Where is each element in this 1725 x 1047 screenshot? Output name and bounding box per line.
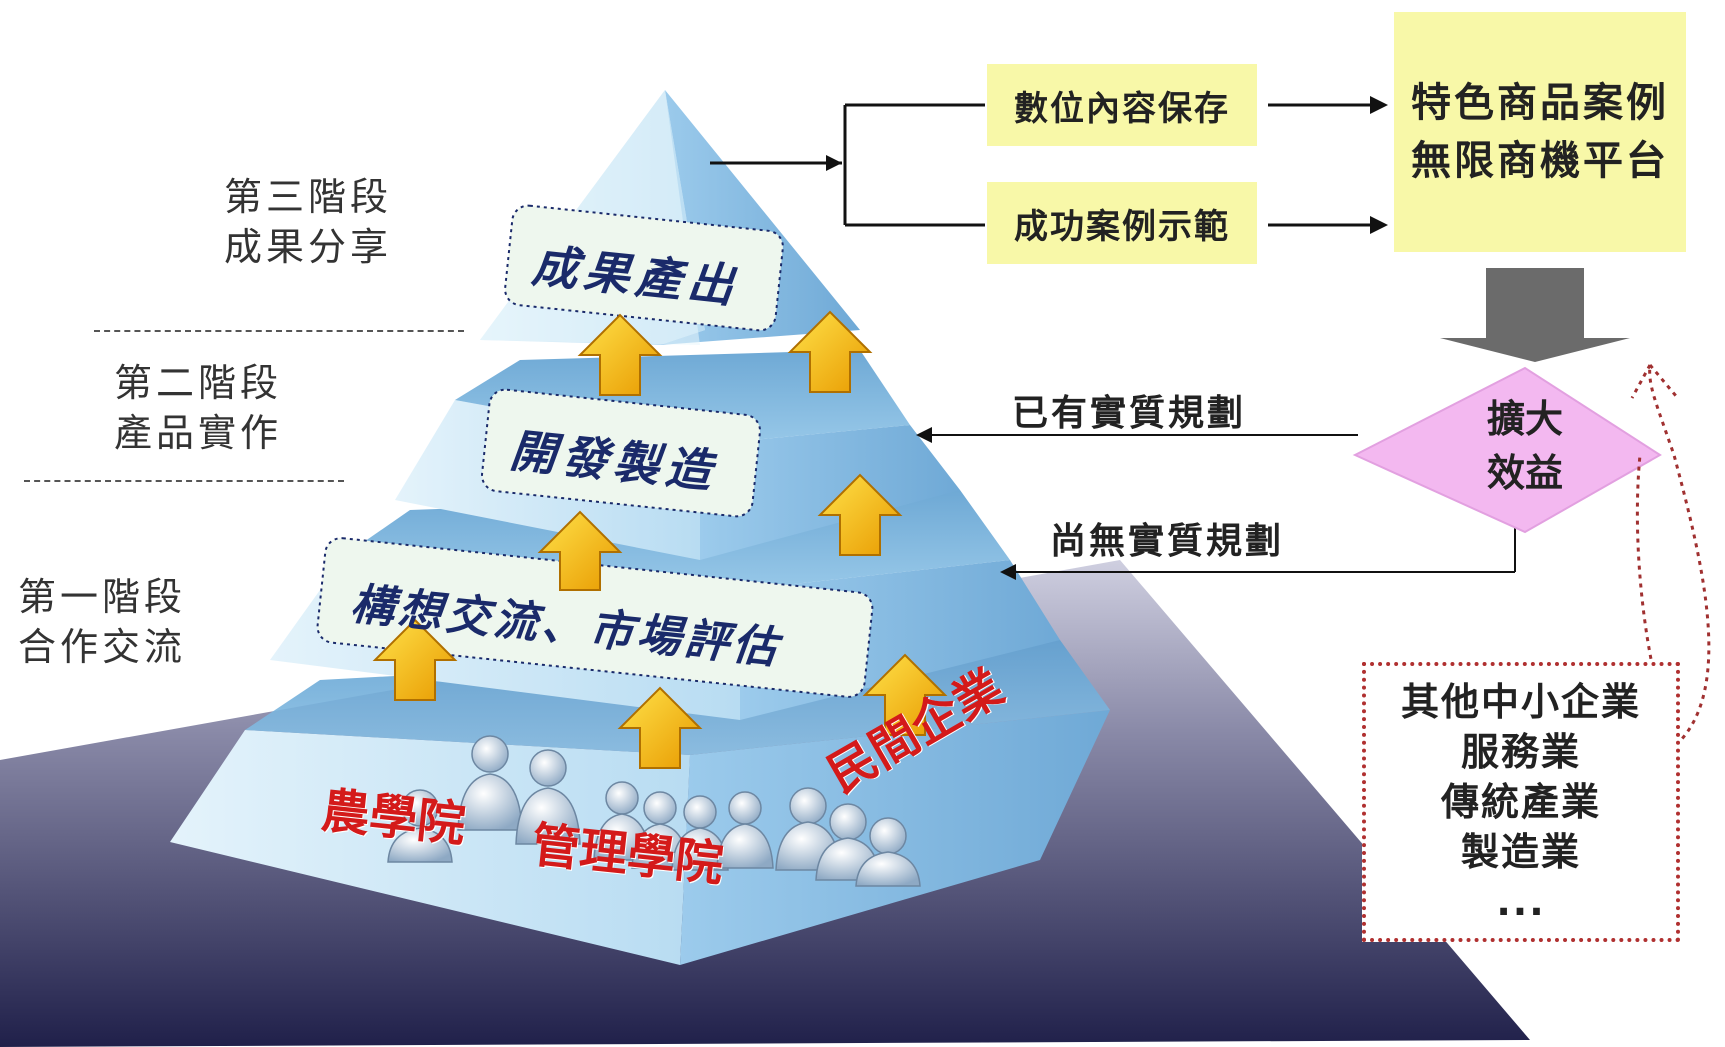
expand-diamond	[1352, 366, 1662, 534]
people-icons	[387, 735, 921, 887]
plan-none-label: 尚無實質規劃	[1050, 521, 1285, 562]
pyramid-tier2-ledge	[455, 350, 910, 445]
curved-feedback-arrow	[1630, 364, 1711, 747]
stage-divider-2	[24, 480, 344, 482]
up-arrow-icons	[372, 310, 948, 769]
expand-line-2: 效益	[1486, 451, 1563, 495]
stage-3-title: 第三階段	[224, 175, 393, 219]
other-manufacturing: 製造業	[1460, 830, 1581, 874]
arrowheads	[826, 96, 1388, 580]
other-ellipsis: ...	[1496, 880, 1546, 924]
output-digital-preservation: 數位內容保存	[987, 64, 1257, 146]
output-connectors	[710, 103, 1516, 573]
stage-2-label: 第二階段 產品實作	[114, 358, 282, 458]
output-success-cases: 成功案例示範	[987, 182, 1257, 264]
stage-2-subtitle: 產品實作	[114, 411, 283, 455]
expand-benefit-label: 擴大 效益	[1470, 392, 1580, 500]
plan-existing-label: 已有實質規劃	[1012, 393, 1247, 434]
expand-line-1: 擴大	[1486, 397, 1563, 441]
other-traditional: 傳統產業	[1440, 780, 1601, 824]
down-arrow-icon	[1440, 268, 1630, 362]
other-industries-box: 其他中小企業 服務業 傳統產業 製造業 ...	[1362, 662, 1680, 942]
result-line-1: 特色商品案例	[1411, 80, 1669, 126]
stage-3-label: 第三階段 成果分享	[224, 172, 392, 272]
stage-3-subtitle: 成果分享	[224, 225, 393, 269]
pyramid-tier2-right	[700, 425, 960, 560]
stage-1-subtitle: 合作交流	[18, 625, 187, 669]
stage-1-title: 第一階段	[18, 575, 187, 619]
other-service: 服務業	[1460, 730, 1581, 774]
tier-top-box	[504, 204, 784, 332]
result-box: 特色商品案例 無限商機平台	[1394, 12, 1686, 252]
result-line-2: 無限商機平台	[1411, 138, 1669, 184]
stage-divider-1	[94, 330, 464, 332]
other-sme: 其他中小企業	[1400, 680, 1641, 724]
stage-1-label: 第一階段 合作交流	[18, 572, 186, 672]
stage-2-title: 第二階段	[114, 361, 283, 405]
tier-middle-box	[480, 388, 762, 518]
org-agriculture: 農學院	[318, 782, 469, 854]
